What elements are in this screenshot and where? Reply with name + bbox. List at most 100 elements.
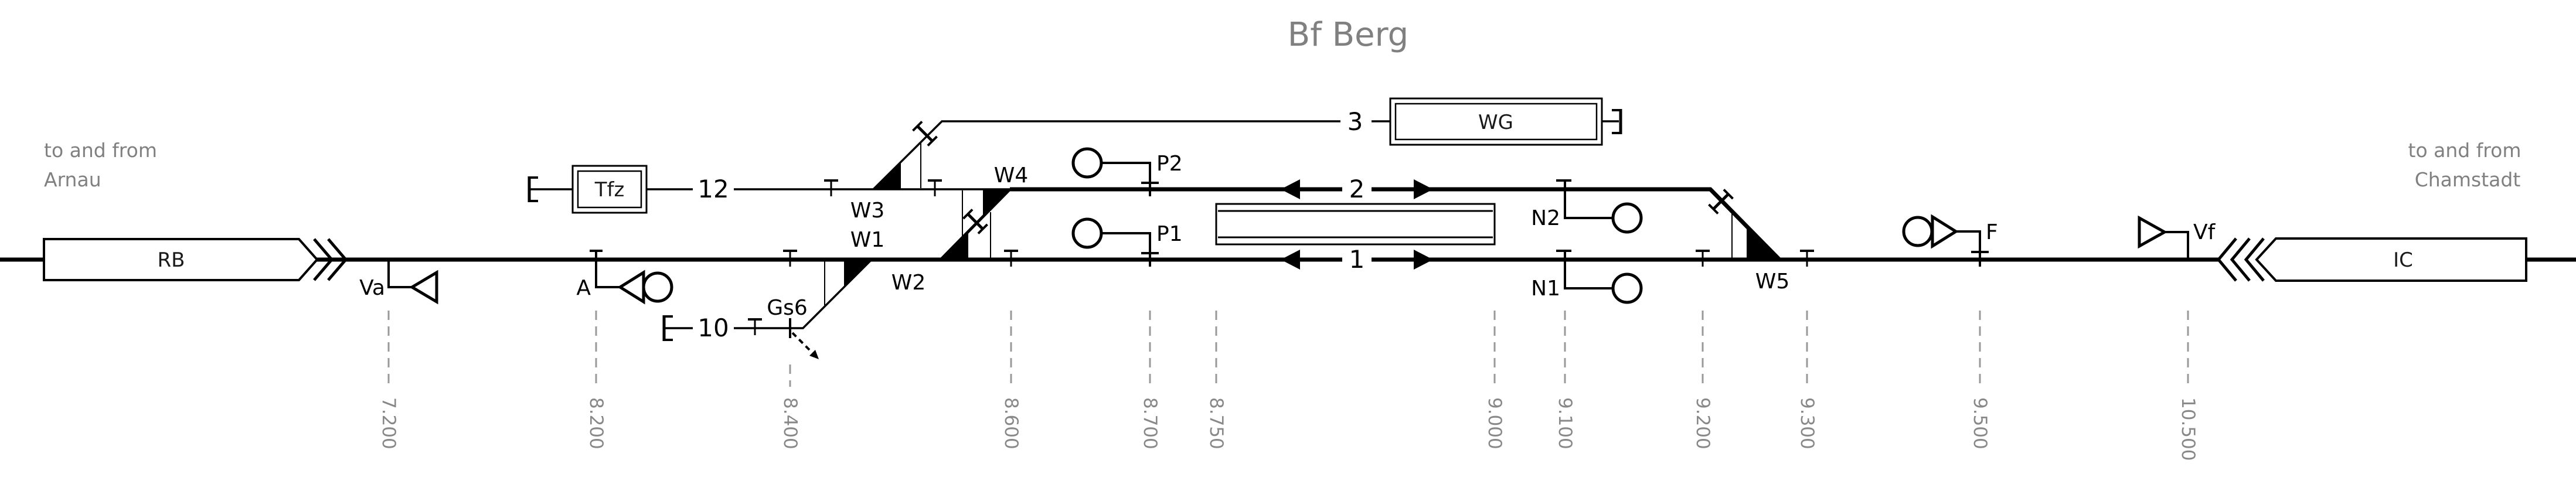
signal-a-label: A <box>576 276 591 300</box>
insulated-joint-w2-w4 <box>962 209 988 234</box>
distant-signal-triangle-icon <box>409 270 438 305</box>
distant-signal-triangle-icon <box>617 270 645 305</box>
km-label: 10.500 <box>2177 397 2199 461</box>
buffer-stop-track3-icon <box>1612 109 1622 134</box>
signal-f-label: F <box>1986 220 1998 244</box>
signal-p2-label: P2 <box>1156 152 1183 176</box>
switch-w4-label: W4 <box>994 163 1029 188</box>
derailer-gs6-label: Gs6 <box>767 296 808 320</box>
derailer-throw-arrow-shaft <box>791 332 814 354</box>
turnout-w3-wedge <box>873 162 901 189</box>
chevron-right-icon <box>313 238 334 281</box>
platform-outline <box>1215 203 1496 246</box>
chevron-right-icon <box>327 238 348 281</box>
platform <box>1215 203 1496 246</box>
note-arnau-line1: to and from <box>44 139 157 162</box>
main-signal-circle-icon <box>642 271 673 303</box>
tick-track12-b <box>928 179 942 196</box>
arrow-left-track1-icon <box>1281 250 1300 270</box>
signal-n2-label: N2 <box>1531 206 1560 230</box>
switch-w5-label: W5 <box>1755 270 1790 294</box>
switch-w1-label: W1 <box>850 228 885 252</box>
note-from-arnau: to and from Arnau <box>44 139 157 191</box>
note-arnau-line2: Arnau <box>44 168 101 191</box>
derailer-gs6: Gs6 <box>767 296 819 359</box>
signal-a: A <box>576 250 673 305</box>
signal-vf-mast <box>2165 231 2189 260</box>
main-signal-circle-icon <box>1611 202 1643 234</box>
signal-n2-mast <box>1564 180 1613 219</box>
signal-n1-mast <box>1564 251 1613 289</box>
track-3-label: 3 <box>1347 107 1363 136</box>
tick-track1-8400 <box>783 250 797 267</box>
track-ticks <box>748 179 1814 335</box>
facility-wg: WG <box>1389 97 1622 146</box>
insulated-joint-w5 <box>1708 189 1734 214</box>
derailer-throw-arrow-head-icon <box>809 350 819 359</box>
tick-track1-9300 <box>1800 250 1814 267</box>
arrow-right-track1-icon <box>1414 250 1433 270</box>
signal-p2: P2 <box>1071 147 1183 196</box>
main-signal-circle-icon <box>1611 272 1643 304</box>
km-label: 9.000 <box>1484 397 1505 449</box>
switch-labels: W3 W1 W4 W2 W5 <box>850 163 1790 295</box>
km-label: 9.300 <box>1796 397 1818 449</box>
train-ic-body <box>2255 237 2527 282</box>
km-label: 9.100 <box>1554 397 1575 449</box>
km-label: 8.600 <box>1001 397 1022 449</box>
chevron-left-icon <box>2230 237 2251 282</box>
note-chamstadt-line2: Chamstadt <box>2415 168 2521 191</box>
km-label: 8.200 <box>586 397 607 449</box>
km-label: 9.200 <box>1692 397 1713 449</box>
track-connector-w2-w4 <box>940 188 1011 261</box>
tick-track10 <box>748 318 762 335</box>
km-label: 8.400 <box>780 397 801 449</box>
signal-p1-label: P1 <box>1156 222 1183 246</box>
track-12-label: 12 <box>697 175 729 203</box>
chevron-left-icon <box>2216 237 2237 282</box>
main-signal-circle-icon <box>1071 147 1103 179</box>
signal-f-mast <box>1956 230 1981 267</box>
main-signal-circle-icon <box>1902 216 1934 247</box>
signal-va: Va <box>359 260 438 305</box>
signal-a-mast <box>595 251 620 288</box>
facility-wg-inner-box <box>1394 103 1598 141</box>
signal-p1: P1 <box>1071 217 1183 267</box>
facility-tfz: Tfz <box>528 165 648 214</box>
turnout-w4-wedge <box>983 189 1010 216</box>
km-label: 8.750 <box>1206 397 1227 449</box>
chevron-left-icon <box>2244 237 2265 282</box>
km-label: 7.200 <box>378 397 399 449</box>
facility-tfz-label: Tfz <box>594 178 625 202</box>
fouling-point-marks <box>824 143 1733 305</box>
track-direction-arrows <box>1281 179 1433 270</box>
train-rb-body <box>43 238 319 281</box>
arrow-left-track2-icon <box>1281 179 1300 199</box>
km-labels: 7.200 8.200 8.400 8.600 8.700 8.750 9.00… <box>378 397 2199 461</box>
distant-signal-triangle-icon <box>1931 214 1959 249</box>
signal-p2-mast <box>1101 162 1151 196</box>
signal-n1: N1 <box>1531 250 1643 304</box>
track-number-labels: 2 1 3 12 10 <box>697 107 1364 342</box>
signal-va-mast <box>387 260 412 288</box>
signal-n2: N2 <box>1531 179 1643 234</box>
turnout-w1-wedge <box>844 260 872 287</box>
signal-p1-mast <box>1101 232 1151 267</box>
facility-tfz-outer-box <box>571 165 648 214</box>
track-1-label: 1 <box>1349 245 1365 274</box>
switch-w2-label: W2 <box>891 271 926 295</box>
insulated-joints <box>912 121 1734 234</box>
signal-vf: Vf <box>2138 215 2216 260</box>
train-ic-label: IC <box>2393 248 2413 272</box>
facility-tfz-inner-box <box>577 170 642 209</box>
train-rb: RB <box>43 238 348 281</box>
tick-track12-a <box>824 179 838 196</box>
train-rb-label: RB <box>158 248 185 272</box>
note-chamstadt-line1: to and from <box>2408 139 2521 162</box>
signal-f: F <box>1902 214 1998 267</box>
page-title: Bf Berg <box>1288 16 1408 54</box>
distant-signal-triangle-icon <box>2138 215 2168 249</box>
signal-va-label: Va <box>359 276 385 300</box>
